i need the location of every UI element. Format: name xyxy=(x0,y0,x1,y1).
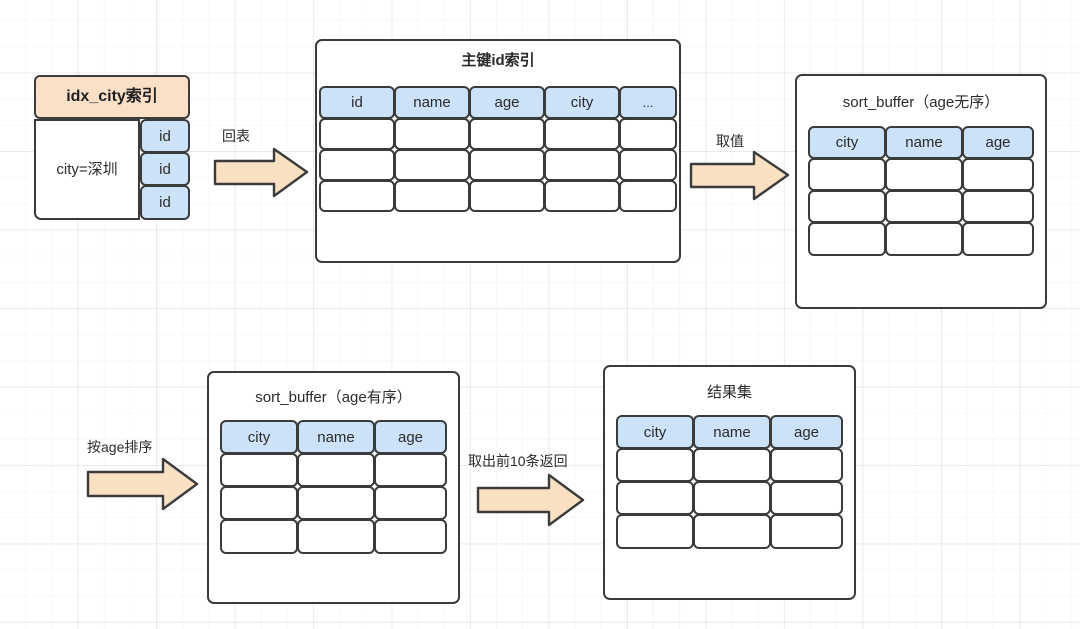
table-cell xyxy=(544,118,620,150)
table-cell xyxy=(220,453,298,487)
table-cell xyxy=(693,448,771,482)
idx-city-id-cell-3: id xyxy=(140,185,190,220)
table-cell xyxy=(616,514,694,549)
arrow-quzhi-icon xyxy=(689,150,790,201)
sort-buffer-sorted-column-name: name xyxy=(297,420,375,454)
arrow-sort-by-age-icon xyxy=(86,457,199,511)
idx-city-id-cell-2: id xyxy=(140,152,190,186)
table-cell xyxy=(616,481,694,515)
table-cell xyxy=(469,180,545,212)
table-cell xyxy=(394,118,470,150)
arrow-label-sort-by-age: 按age排序 xyxy=(87,439,153,455)
table-cell xyxy=(319,118,395,150)
table-cell xyxy=(962,158,1034,191)
pk-index-column-id: id xyxy=(319,86,395,119)
sort-buffer-sorted-column-age: age xyxy=(374,420,447,454)
table-cell xyxy=(374,453,447,487)
table-cell xyxy=(962,222,1034,256)
table-cell xyxy=(616,448,694,482)
arrow-take-top-10-icon xyxy=(476,473,585,527)
sort-buffer-unsorted-column-name: name xyxy=(885,126,963,159)
arrow-label-huibiao: 回表 xyxy=(222,128,250,144)
arrow-label-take-top-10: 取出前10条返回 xyxy=(468,453,568,469)
pk-index-column-age: age xyxy=(469,86,545,119)
table-cell xyxy=(770,514,843,549)
table-cell xyxy=(394,180,470,212)
table-cell xyxy=(619,180,677,212)
table-cell xyxy=(885,190,963,223)
table-cell xyxy=(808,190,886,223)
table-cell xyxy=(469,118,545,150)
table-cell xyxy=(962,190,1034,223)
idx-city-id-cell-1: id xyxy=(140,119,190,153)
result-set-column-name: name xyxy=(693,415,771,449)
idx-city-index-header: idx_city索引 xyxy=(34,75,190,119)
table-cell xyxy=(319,180,395,212)
table-cell xyxy=(619,149,677,181)
pk-index-column-name: name xyxy=(394,86,470,119)
table-cell xyxy=(770,481,843,515)
table-cell xyxy=(885,222,963,256)
table-cell xyxy=(693,514,771,549)
table-cell xyxy=(469,149,545,181)
table-cell xyxy=(297,453,375,487)
table-cell xyxy=(220,519,298,554)
idx-city-condition-cell: city=深圳 xyxy=(34,119,140,220)
table-cell xyxy=(374,519,447,554)
pk-index-title: 主键id索引 xyxy=(461,52,535,69)
sort-buffer-unsorted-column-age: age xyxy=(962,126,1034,159)
table-cell xyxy=(808,222,886,256)
table-cell xyxy=(374,486,447,520)
result-set-title: 结果集 xyxy=(706,384,752,401)
pk-index-column-ellipsis: ... xyxy=(619,86,677,119)
result-set-column-city: city xyxy=(616,415,694,449)
table-cell xyxy=(297,486,375,520)
table-cell xyxy=(544,180,620,212)
sort-buffer-unsorted-title: sort_buffer（age无序） xyxy=(842,94,1000,111)
table-cell xyxy=(544,149,620,181)
sort-buffer-sorted-title: sort_buffer（age有序） xyxy=(255,389,412,406)
result-set-column-age: age xyxy=(770,415,843,449)
table-cell xyxy=(770,448,843,482)
table-cell xyxy=(297,519,375,554)
table-cell xyxy=(619,118,677,150)
table-cell xyxy=(220,486,298,520)
arrow-huibiao-icon xyxy=(213,147,309,198)
sort-buffer-unsorted-column-city: city xyxy=(808,126,886,159)
table-cell xyxy=(885,158,963,191)
table-cell xyxy=(394,149,470,181)
table-cell xyxy=(319,149,395,181)
table-cell xyxy=(808,158,886,191)
arrow-label-quzhi: 取值 xyxy=(716,133,744,149)
pk-index-column-city: city xyxy=(544,86,620,119)
sort-buffer-sorted-column-city: city xyxy=(220,420,298,454)
table-cell xyxy=(693,481,771,515)
